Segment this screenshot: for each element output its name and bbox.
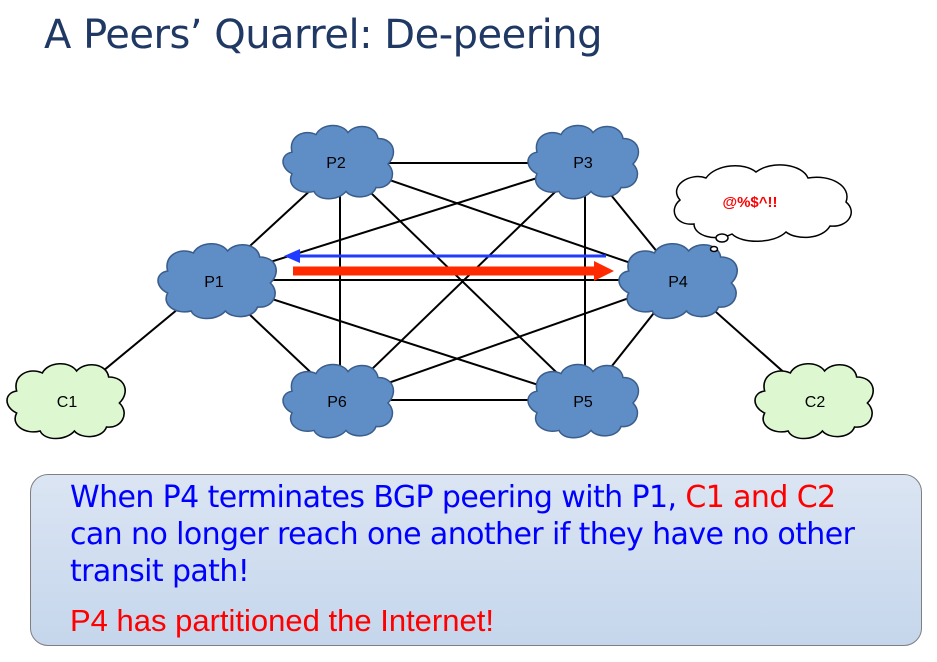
- link-lines: [67, 162, 816, 401]
- link-p2-p4: [339, 162, 681, 281]
- callout-part-3: can no longer reach one another if they …: [70, 517, 855, 589]
- callout-part-1: When P4 terminates BGP peering with P1,: [70, 480, 686, 515]
- bubble-text: @%$^!!: [722, 194, 777, 211]
- link-p4-p6: [339, 279, 681, 401]
- link-p1-p5: [212, 279, 586, 401]
- link-p3-p6: [339, 162, 586, 401]
- slide-title: A Peers’ Quarrel: De-peering: [44, 12, 603, 58]
- label-c2: C2: [805, 394, 826, 411]
- conclusion-text: P4 has partitioned the Internet!: [70, 603, 494, 638]
- callout-part-2: C1 and C2: [685, 480, 836, 515]
- thought-bubble: @%$^!!: [673, 164, 852, 253]
- label-p3: P3: [573, 155, 593, 172]
- label-p4: P4: [668, 274, 688, 291]
- red-arrow: [293, 261, 614, 281]
- label-p6: P6: [327, 394, 347, 411]
- blue-arrow: [284, 249, 606, 263]
- label-p5: P5: [573, 394, 593, 411]
- label-c1: C1: [57, 394, 78, 411]
- callout-box: [30, 474, 922, 646]
- label-p2: P2: [326, 155, 346, 172]
- label-p1: P1: [204, 274, 224, 291]
- network-diagram: @%$^!! P1 P2 P3 P4 P5 P6 C1 C2: [6, 124, 874, 440]
- callout-text: When P4 terminates BGP peering with P1, …: [70, 479, 870, 590]
- link-p1-p3: [212, 162, 586, 281]
